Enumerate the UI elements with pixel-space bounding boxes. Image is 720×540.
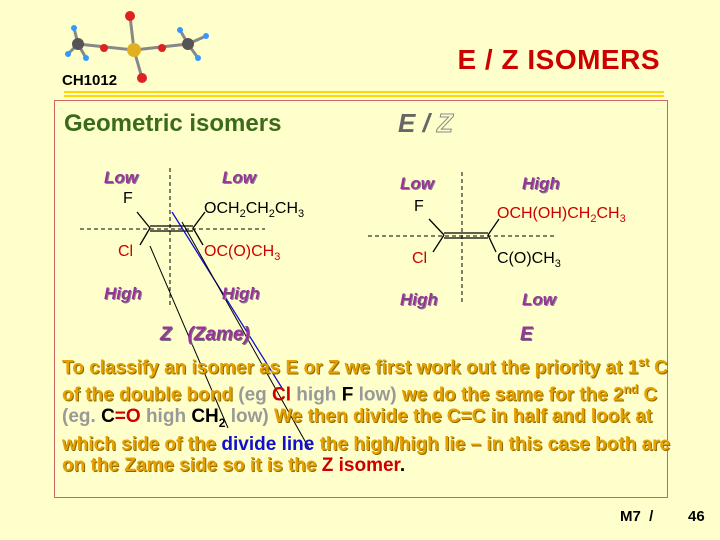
left-atom-ether-group: OCH2CH2CH3 bbox=[204, 200, 305, 221]
left-atom-chlorine: Cl bbox=[118, 243, 134, 260]
module-label: M7 / bbox=[620, 508, 654, 525]
right-atom-ketone-group: C(O)CH3 bbox=[497, 250, 561, 271]
title-rule-1 bbox=[64, 91, 664, 93]
left-prio-top-right: Low bbox=[222, 168, 256, 187]
left-prio-bottom-right: High bbox=[222, 284, 260, 303]
right-prio-bottom-left: High bbox=[400, 290, 438, 309]
left-atom-fluorine: F bbox=[123, 190, 133, 207]
section-heading: Geometric isomers bbox=[64, 110, 282, 137]
left-prio-bottom-left: High bbox=[104, 284, 142, 303]
explanation-paragraph: To classify an isomer as E or Z we first… bbox=[62, 355, 671, 477]
right-atom-chlorine: Cl bbox=[412, 250, 428, 267]
right-isomer-label: E bbox=[520, 324, 533, 345]
left-isomer-label: Z (Zame) bbox=[160, 324, 250, 345]
right-prio-top-right: High bbox=[522, 174, 560, 193]
page-number: 46 bbox=[688, 508, 705, 525]
ez-label: E / Z bbox=[398, 108, 453, 139]
course-code: CH1012 bbox=[62, 72, 118, 89]
content-panel bbox=[54, 100, 668, 498]
molecule-logo bbox=[65, 11, 209, 83]
right-atom-alcohol-group: OCH(OH)CH2CH3 bbox=[497, 205, 626, 226]
divide-line-annotation bbox=[171, 211, 283, 389]
right-atom-fluorine: F bbox=[414, 198, 424, 215]
title-rule-2 bbox=[64, 95, 664, 97]
left-prio-top-left: Low bbox=[104, 168, 138, 187]
slide-title: E / Z ISOMERS bbox=[457, 44, 660, 75]
right-prio-bottom-right: Low bbox=[522, 290, 556, 309]
left-atom-ester-group: OC(O)CH3 bbox=[204, 243, 281, 264]
right-prio-top-left: Low bbox=[400, 174, 434, 193]
